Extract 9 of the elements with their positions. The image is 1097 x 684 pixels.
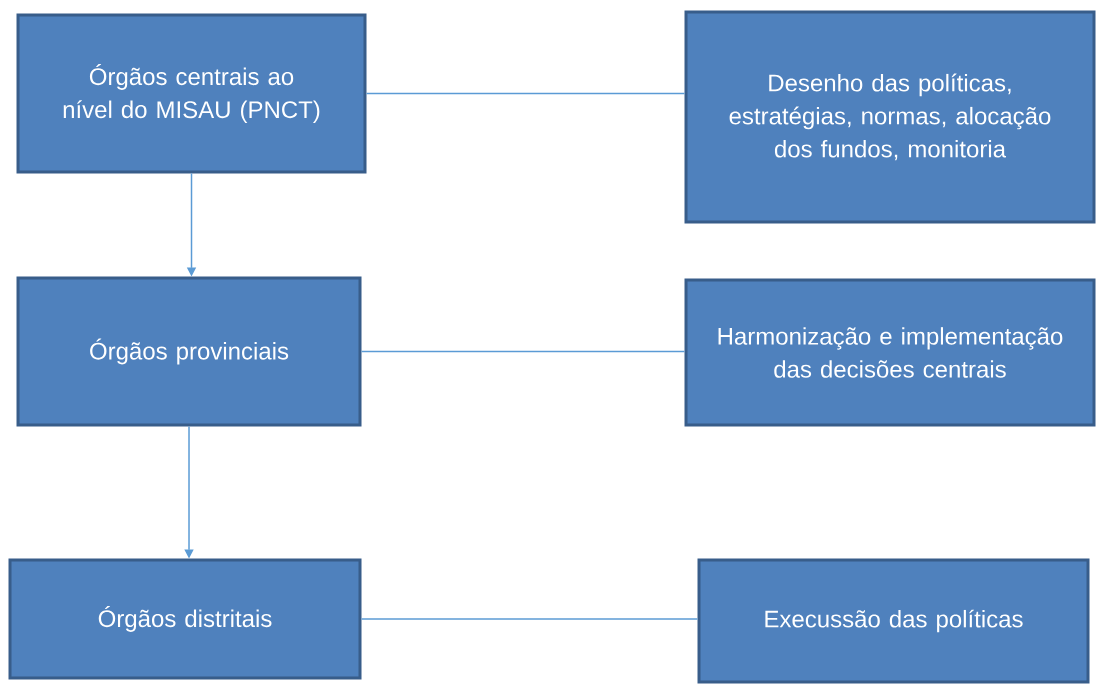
connector-line [365,92,686,95]
process-box: Desenho das políticas, estratégias, normas, alocação dos fundos, monitoria [684,10,1096,224]
process-box: Órgãos provinciais [16,276,362,427]
process-box: Execussão das políticas [697,558,1090,684]
process-box: Órgãos distritais [8,558,362,680]
connector-line [360,350,686,353]
process-box: Harmonização e implementação das decisões centrais [684,278,1096,427]
process-box: Órgãos centrais ao nível do MISAU (PNCT) [16,13,367,174]
connector-line [360,618,699,620]
